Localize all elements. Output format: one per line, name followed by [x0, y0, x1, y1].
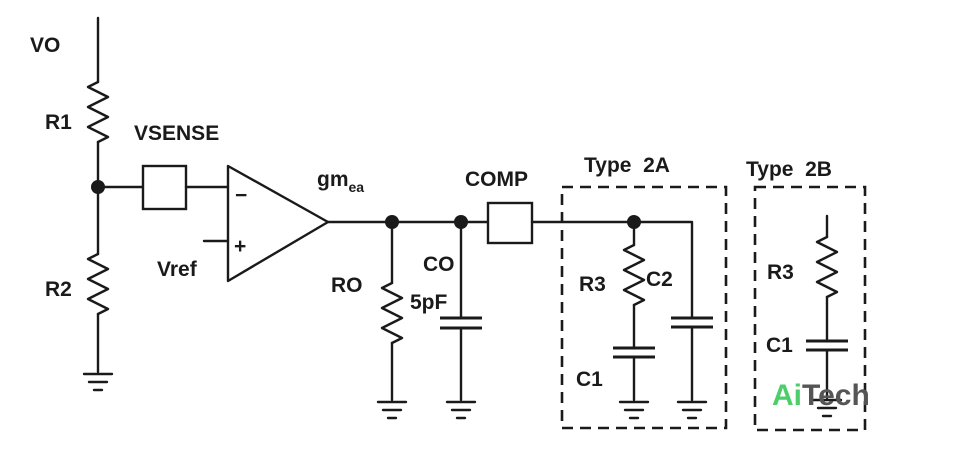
type-2b-network [753, 185, 867, 432]
co-value-label: 5pF [410, 291, 448, 314]
opamp-triangle [226, 164, 330, 283]
aitech-watermark-logo: AiTech [772, 379, 870, 412]
ro-resistor [380, 281, 404, 345]
c2-label: C2 [646, 268, 673, 291]
c1-label-2b: C1 [766, 334, 793, 357]
r2-resistor [86, 252, 110, 316]
co-branch [440, 215, 482, 420]
feedback-divider [82, 16, 114, 392]
vsense-pin-box [141, 164, 188, 211]
ground-symbol-co [445, 400, 477, 420]
comp-wire-out [530, 220, 694, 320]
vo-label: VO [30, 34, 60, 57]
type-2a-label: Type 2A [584, 154, 670, 177]
type-2a-box [560, 185, 728, 430]
watermark-part2: Tech [802, 379, 870, 412]
ground-symbol-divider [82, 372, 114, 392]
gm-ea-label: gmea [317, 168, 364, 195]
ro-branch [376, 215, 408, 420]
r3-resistor-2a [622, 243, 646, 307]
c1-capacitor-2a [613, 346, 655, 359]
ro-label: RO [331, 274, 363, 297]
vref-label: Vref [157, 258, 198, 281]
c1-capacitor-2b [806, 339, 848, 352]
ground-symbol-ro [376, 400, 408, 420]
co-capacitor [440, 316, 482, 330]
comp-label: COMP [465, 168, 528, 191]
co-label: CO [423, 253, 455, 276]
ground-symbol-c1-2a [618, 400, 650, 420]
r2-label: R2 [45, 278, 72, 301]
opamp-plus-sign: + [234, 235, 246, 258]
ground-symbol-2b [811, 398, 843, 418]
opamp-minus-sign: − [235, 184, 247, 207]
r3-resistor-2b [815, 235, 839, 299]
r3-label-2b: R3 [767, 261, 794, 284]
type-2b-box [753, 185, 867, 432]
type-2b-label: Type 2B [746, 158, 832, 181]
c2-capacitor [671, 316, 713, 329]
comp-pin-box [486, 201, 534, 245]
ground-symbol-c2 [676, 400, 708, 420]
r1-resistor [86, 80, 110, 144]
r1-label: R1 [45, 111, 72, 134]
r3-label-2a: R3 [579, 273, 606, 296]
type-2a-network [560, 185, 728, 430]
error-amplifier-block: − + [96, 164, 490, 283]
c1-label-2a: C1 [576, 368, 603, 391]
watermark-part1: Ai [772, 379, 802, 412]
vsense-label: VSENSE [134, 122, 219, 145]
